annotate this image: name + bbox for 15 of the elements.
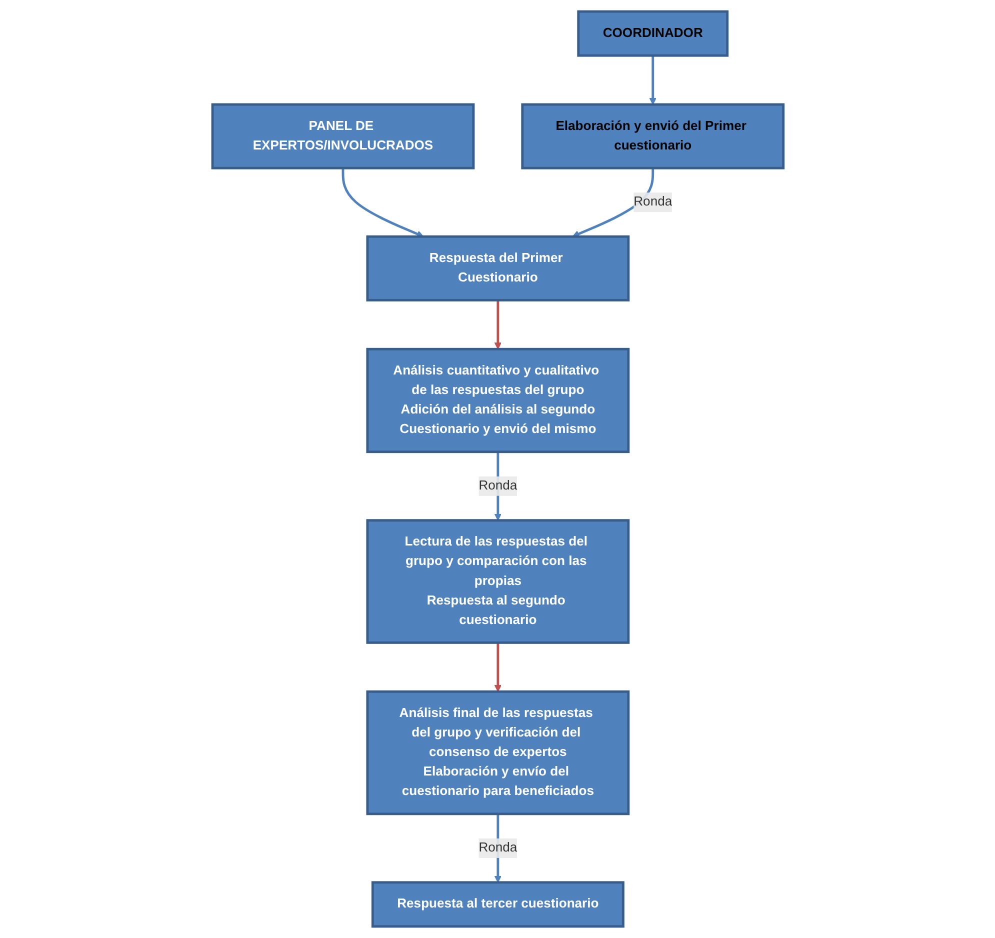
edge-label: Ronda [478, 478, 517, 493]
node-box: Análisis final de las respuestas del grupo y verificación del consenso de expertos Elaboración y envío del cuestionario para beneficiados [366, 690, 630, 816]
node-box: Elaboración y envió del Primer cuestionario [520, 103, 784, 170]
node-box: Lectura de las respuestas del grupo y comparación con las propias Respuesta al segundo cuestionario [366, 519, 630, 644]
node-box: Análisis cuantitativo y cualitativo de las respuestas del grupo Adición del análisis al segundo Cuestionario y envió del mismo [366, 348, 630, 454]
edge-label: Ronda [633, 195, 672, 209]
node-box: Respuesta al tercer cuestionario [371, 881, 624, 928]
arrow [494, 642, 502, 692]
node-box: COORDINADOR [576, 10, 728, 57]
node-box: Respuesta del Primer Cuestionario [366, 235, 630, 302]
arrow [494, 300, 502, 350]
node-box: PANEL DE EXPERTOS/INVOLUCRADOS [210, 103, 474, 170]
arrow [648, 56, 656, 105]
arrow [341, 168, 424, 238]
edge-label: Ronda [478, 840, 517, 855]
